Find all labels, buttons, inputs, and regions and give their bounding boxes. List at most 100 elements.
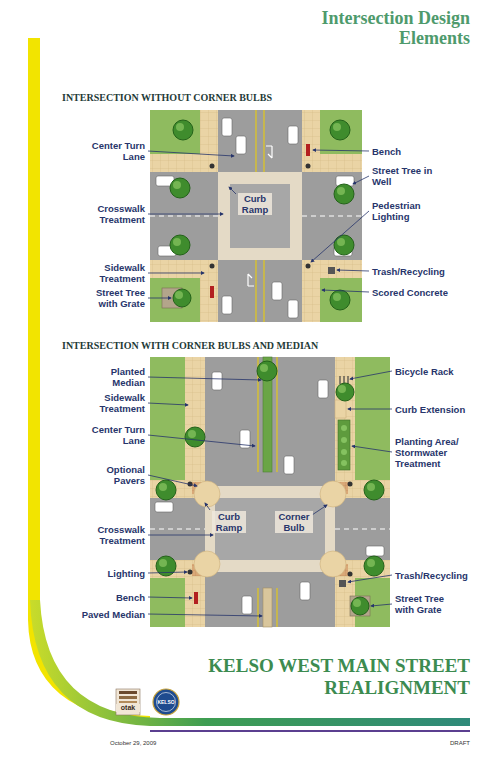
intersection-plan bbox=[367, 559, 375, 567]
intersection-plan bbox=[159, 364, 375, 607]
callout-label: Sidewalk Treatment bbox=[79, 262, 145, 284]
page-title: Intersection Design Elements bbox=[270, 8, 470, 48]
intersection-plan bbox=[348, 572, 353, 577]
logo bbox=[116, 689, 179, 715]
intersection-plan bbox=[334, 184, 354, 204]
date-note: October 29, 2009 bbox=[110, 740, 156, 747]
intersection-plan bbox=[173, 123, 345, 301]
callout-label: Curb Extension bbox=[395, 404, 465, 415]
leader-lines bbox=[148, 535, 213, 536]
leader-lines bbox=[148, 597, 192, 598]
intersection-plan bbox=[159, 483, 167, 491]
intersection-plan bbox=[248, 274, 254, 286]
intersection-plan bbox=[306, 144, 310, 156]
leader-lines bbox=[148, 273, 204, 274]
intersection-plan bbox=[194, 551, 220, 577]
intersection-plan bbox=[364, 480, 384, 500]
intersection-plan bbox=[170, 235, 190, 255]
intersection-plan bbox=[175, 291, 183, 299]
intersection-plan bbox=[185, 357, 355, 627]
leader-lines bbox=[352, 446, 392, 452]
leader-lines bbox=[229, 187, 236, 194]
logo bbox=[119, 696, 137, 699]
intersection-plan bbox=[333, 123, 341, 131]
intersection-plan bbox=[205, 357, 335, 627]
leader-lines bbox=[148, 151, 234, 156]
logo bbox=[116, 689, 140, 715]
leader-lines bbox=[371, 604, 392, 606]
leader-lines bbox=[148, 214, 223, 215]
intersection-plan bbox=[348, 482, 353, 487]
intersection-plan bbox=[300, 582, 310, 600]
leader-lines bbox=[148, 377, 261, 380]
leader-lines bbox=[148, 435, 255, 446]
callout-label: Bench bbox=[372, 146, 401, 157]
intersection-plan bbox=[150, 154, 362, 278]
intersection-plan bbox=[150, 480, 390, 578]
intersection-plan bbox=[236, 136, 246, 154]
intersection-plan bbox=[188, 430, 196, 438]
callout-label: Optional Pavers bbox=[81, 464, 145, 486]
intersection-plan bbox=[335, 400, 346, 418]
intersection-plan bbox=[256, 110, 264, 322]
leader-lines bbox=[148, 298, 171, 299]
leader-lines bbox=[348, 409, 392, 410]
leader-lines bbox=[350, 371, 392, 379]
callout-label: Planting Area/ Stormwater Treatment bbox=[395, 436, 475, 469]
intersection-plan bbox=[242, 596, 252, 614]
intersection-plan bbox=[333, 293, 341, 301]
callout-label: Center Turn Lane bbox=[79, 424, 145, 446]
intersection-plan bbox=[210, 164, 215, 169]
section-heading: INTERSECTION WITHOUT CORNER BULBS bbox=[62, 92, 272, 104]
callout-label: Planted Median bbox=[81, 366, 145, 388]
intersection-plan bbox=[288, 126, 298, 144]
intersection-plan bbox=[205, 486, 335, 572]
callout-label: Sidewalk Treatment bbox=[79, 392, 145, 414]
intersection-plan bbox=[341, 437, 347, 443]
intersection-plan bbox=[272, 282, 282, 300]
intersection-plan bbox=[210, 164, 311, 269]
intersection-plan bbox=[341, 460, 347, 466]
intersection-plan bbox=[150, 357, 390, 627]
logo-text: KELSO bbox=[156, 699, 176, 705]
leader-lines bbox=[348, 575, 392, 582]
leader-lines bbox=[322, 290, 369, 292]
callout-label: Trash/Recycling bbox=[372, 266, 445, 277]
intersection-plan bbox=[222, 296, 232, 314]
intersection-plan bbox=[284, 456, 294, 474]
callout-label: Paved Median bbox=[82, 609, 145, 620]
intersection-plan bbox=[210, 286, 214, 298]
intersection-plan bbox=[176, 123, 184, 131]
intersection-plan bbox=[150, 216, 362, 217]
page-band bbox=[150, 730, 470, 732]
intersection-plan bbox=[173, 120, 193, 140]
intersection-plan bbox=[156, 118, 354, 318]
intersection-plan bbox=[150, 172, 362, 260]
callout-label: Curb Ramp bbox=[238, 193, 272, 215]
intersection-plan bbox=[150, 529, 390, 530]
project-name: KELSO WEST MAIN STREET REALIGNMENT bbox=[170, 655, 470, 699]
intersection-plan bbox=[194, 481, 220, 507]
intersection-plan bbox=[339, 580, 346, 587]
intersection-plan bbox=[155, 502, 173, 512]
callout-label: Scored Concrete bbox=[372, 287, 448, 298]
intersection-plan bbox=[306, 264, 311, 269]
intersection-plan bbox=[185, 427, 205, 447]
callout-label: Lighting bbox=[108, 568, 145, 579]
intersection-plan bbox=[288, 300, 298, 318]
intersection-plan bbox=[341, 449, 347, 455]
intersection-plan bbox=[338, 420, 350, 470]
intersection-plan bbox=[257, 361, 277, 381]
intersection-plan bbox=[194, 592, 198, 604]
callout-label: Center Turn Lane bbox=[79, 140, 145, 162]
callout-label: Street Tree with Grate bbox=[395, 593, 461, 615]
logo bbox=[153, 689, 179, 715]
intersection-plan bbox=[170, 178, 190, 198]
leader-lines bbox=[312, 505, 327, 515]
intersection-plan bbox=[170, 120, 354, 310]
section-heading: INTERSECTION WITH CORNER BULBS AND MEDIA… bbox=[62, 340, 318, 352]
callout-label: Crosswalk Treatment bbox=[79, 524, 145, 546]
intersection-plan bbox=[330, 120, 350, 140]
logo-text: otak bbox=[116, 704, 140, 712]
intersection-plan bbox=[212, 372, 222, 390]
